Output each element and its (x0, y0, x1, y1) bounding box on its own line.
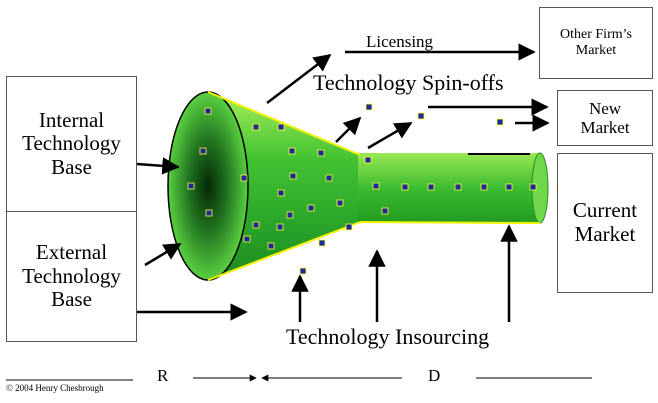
project-dot (267, 242, 275, 250)
project-dot (372, 182, 380, 190)
internal-box-line-3: Base (51, 154, 92, 179)
project-dot (252, 221, 260, 229)
project-dot (199, 147, 207, 155)
project-dot (307, 204, 315, 212)
project-dot (417, 112, 425, 120)
spin-offs-label: Technology Spin-offs (313, 70, 504, 95)
funnel-rim-bottom (207, 221, 361, 281)
current-market-line-2: Market (574, 222, 636, 246)
project-dot (381, 207, 389, 215)
project-dot (318, 239, 326, 247)
project-dot (277, 189, 285, 197)
funnel-mouth (167, 91, 249, 281)
external-box-line-2: Technology (22, 263, 121, 288)
funnel-tube-rim-bottom (359, 221, 541, 224)
project-dot (288, 147, 296, 155)
project-dot (325, 174, 333, 182)
timeline-d-label: D (428, 366, 441, 385)
arrow-spinoff-2 (367, 121, 413, 150)
other-firm-line-1: Other Firm’s (560, 27, 632, 43)
project-dot (364, 156, 372, 164)
external-technology-base-box: External Technology Base (6, 211, 137, 342)
project-dot (277, 123, 285, 131)
arrow-external-in (144, 242, 182, 267)
new-market-line-1: New (588, 98, 622, 118)
new-market-line-2: Market (580, 118, 630, 137)
insourcing-label: Technology Insourcing (286, 324, 490, 349)
copyright-text: © 2004 Henry Chesbrough (6, 383, 104, 393)
project-dot (299, 267, 307, 275)
other-firm-line-2: Market (575, 43, 617, 58)
project-dot (286, 211, 294, 219)
project-dot (276, 223, 284, 231)
project-dot (243, 235, 251, 243)
project-dot (317, 149, 325, 157)
project-dot (454, 183, 462, 191)
project-dot (496, 118, 504, 126)
funnel-cone (208, 92, 360, 280)
project-dot (365, 103, 373, 111)
project-dot (345, 223, 353, 231)
project-dot (240, 174, 248, 182)
rd-timeline (6, 374, 592, 382)
project-dot (336, 199, 344, 207)
project-dot (480, 183, 488, 191)
arrow-internal-in (136, 157, 180, 175)
project-dot (187, 182, 195, 190)
project-dot (205, 209, 213, 217)
current-market-box: Current Market (557, 153, 653, 293)
project-dot (204, 107, 212, 115)
other-firms-market-box: Other Firm’s Market (539, 7, 653, 79)
flow-arrows (132, 43, 550, 322)
new-market-box: New Market (557, 90, 653, 146)
internal-box-line-2: Technology (22, 131, 121, 156)
current-market-line-1: Current (572, 198, 638, 223)
project-dot (252, 123, 260, 131)
internal-box-line-1: Internal (38, 107, 105, 132)
project-dot (505, 183, 513, 191)
project-dot (401, 183, 409, 191)
project-dot (529, 183, 537, 191)
arrow-spinoff-1 (335, 116, 362, 143)
funnel-rim-top (207, 91, 361, 156)
project-dot (289, 172, 297, 180)
external-box-line-3: Base (51, 287, 92, 312)
external-box-line-1: External (35, 240, 108, 265)
arrow-licensing-diagonal (266, 53, 332, 104)
project-dot (427, 183, 435, 191)
project-dots (187, 103, 564, 275)
internal-technology-base-box: Internal Technology Base (6, 76, 137, 212)
timeline-r-label: R (157, 366, 169, 385)
licensing-label: Licensing (366, 32, 434, 51)
